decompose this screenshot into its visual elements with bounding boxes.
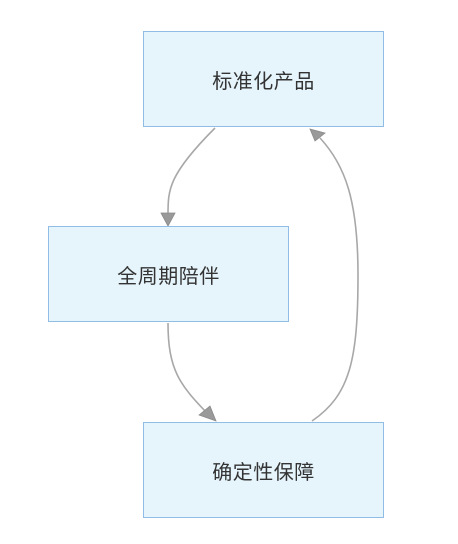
arrowhead-to-product: [309, 128, 326, 142]
node-full-cycle-companion: 全周期陪伴: [48, 226, 289, 322]
arrowhead-to-guarantee: [198, 405, 217, 422]
node-standardized-product: 标准化产品: [143, 31, 384, 127]
node-label: 全周期陪伴: [117, 263, 220, 288]
node-certainty-guarantee: 确定性保障: [143, 422, 384, 518]
arrowhead-to-companion: [160, 212, 176, 227]
edge-companion-to-guarantee: [167, 322, 208, 414]
node-label: 标准化产品: [212, 68, 315, 93]
node-label: 确定性保障: [212, 459, 315, 484]
edge-guarantee-to-product: [311, 137, 359, 422]
edge-product-to-companion: [167, 127, 216, 216]
